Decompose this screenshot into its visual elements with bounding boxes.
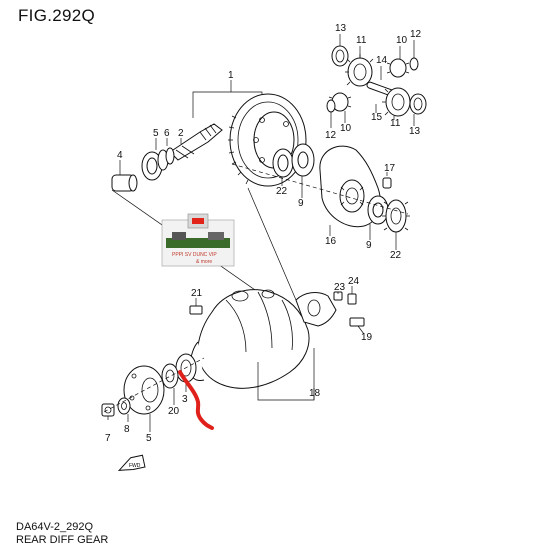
callout-10-lower: 10 (340, 123, 352, 134)
callout-11-lower: 11 (390, 118, 401, 129)
callout-19: 19 (361, 332, 373, 343)
callout-21: 21 (191, 288, 203, 299)
leader-callout-18 (257, 348, 315, 401)
centre-line-lower (103, 357, 205, 413)
washer-8 (117, 397, 131, 415)
thrust-washer-13-upper (331, 45, 349, 67)
bearing-cap (295, 292, 337, 327)
ring-gear (228, 93, 307, 187)
washer-12-lower (326, 99, 336, 113)
drive-pinion (169, 123, 223, 161)
bolt-23 (333, 291, 343, 301)
carrier-housing (189, 289, 310, 389)
callout-11-upper: 11 (356, 35, 367, 46)
callout-5-lower: 5 (146, 433, 152, 444)
washer-12-upper (409, 57, 419, 71)
callout-16: 16 (325, 236, 337, 247)
front-arrow: FWD (117, 454, 146, 471)
leaders-upper (119, 34, 415, 250)
callout-15: 15 (371, 112, 383, 123)
callout-18: 18 (309, 388, 321, 399)
callout-10-upper: 10 (396, 35, 408, 46)
spacer-20 (161, 363, 179, 389)
companion-nut (111, 174, 138, 192)
callout-7: 7 (105, 433, 111, 444)
callout-1: 1 (228, 70, 234, 81)
callout-14: 14 (376, 55, 388, 66)
callout-5-upper: 5 (153, 128, 159, 139)
figure-title: FIG.292Q (18, 6, 96, 25)
callout-23: 23 (334, 282, 346, 293)
callout-6: 6 (164, 128, 170, 139)
red-annotation-mark (178, 370, 214, 430)
side-gear-upper (345, 54, 374, 87)
figure-name: REAR DIFF GEAR (16, 534, 109, 546)
companion-flange (123, 365, 165, 415)
ring-gear-bearing (272, 143, 315, 178)
callout-2: 2 (178, 128, 184, 139)
pinion-gear-10-upper (386, 58, 410, 78)
shop-logo-stamp: PPPI SV DUNC VIP & more (161, 213, 235, 267)
callout-17: 17 (384, 163, 396, 174)
callout-13-lower: 13 (409, 126, 421, 137)
callout-24: 24 (348, 276, 360, 287)
thrust-washer-13-lower (409, 93, 427, 115)
lock-pin (382, 177, 392, 189)
differential-case (319, 145, 381, 228)
side-bearing-right (367, 195, 410, 233)
callout-22-left: 22 (276, 186, 288, 197)
bolt-21 (189, 298, 203, 315)
pinion-gear-10-lower (328, 92, 352, 112)
bolt-24 (347, 286, 357, 305)
callout-3: 3 (182, 394, 188, 405)
callout-4: 4 (117, 150, 123, 161)
callout-20: 20 (168, 406, 180, 417)
callout-9-left: 9 (298, 198, 304, 209)
callout-9-right: 9 (366, 240, 372, 251)
callout-12-lower: 12 (325, 130, 337, 141)
stamp-line-2: & more (196, 259, 212, 265)
callout-13-upper: 13 (335, 23, 347, 34)
bolt-19 (349, 317, 365, 335)
stamp-line-1: PPPI SV DUNC VIP (172, 252, 217, 258)
figure-code: DA64V-2_292Q (16, 521, 94, 533)
callout-22-right: 22 (390, 250, 402, 261)
flange-nut-7 (101, 403, 115, 417)
centre-line-upper (231, 163, 409, 215)
front-arrow-label: FWD (129, 463, 141, 469)
callout-12-upper: 12 (410, 29, 422, 40)
pinion-bearing (141, 147, 175, 181)
callout-8: 8 (124, 424, 130, 435)
